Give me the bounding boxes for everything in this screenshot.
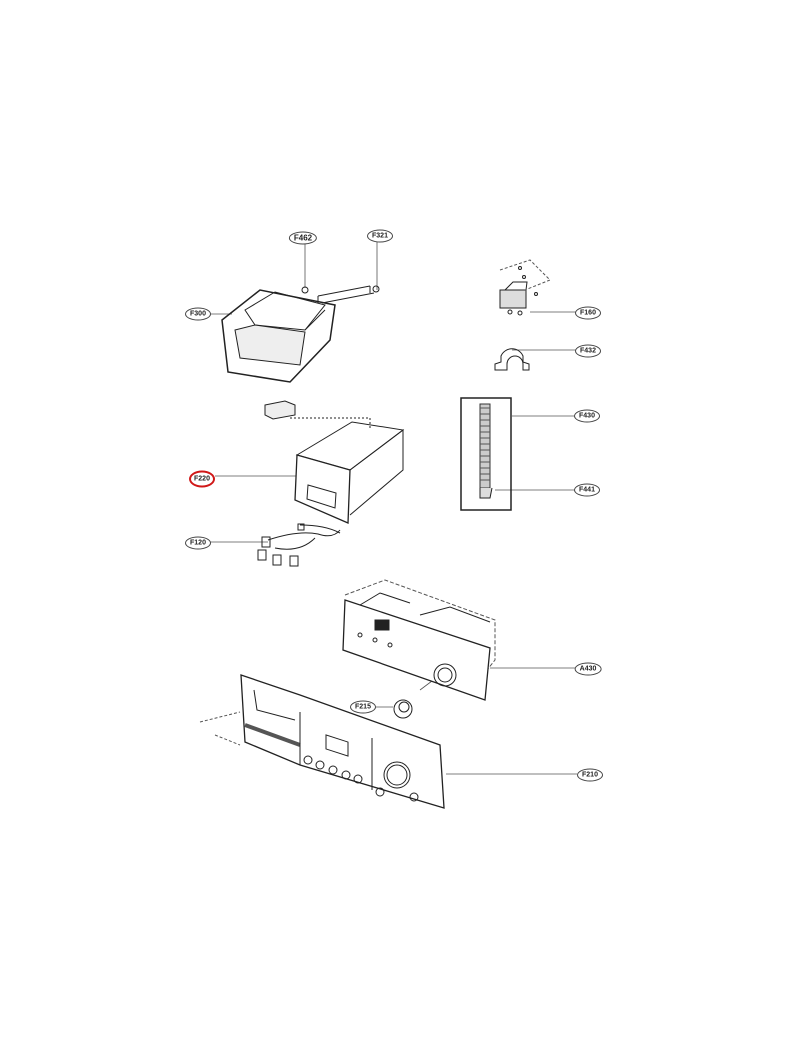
part-label-f160: F160: [575, 306, 601, 320]
hose-part: [460, 397, 512, 511]
dispenser-housing-part: [221, 285, 380, 383]
part-label-f321: F321: [367, 229, 393, 243]
part-label-f430: F430: [574, 409, 600, 423]
hose-clip-part: [494, 348, 530, 371]
part-label-f441: F441: [574, 483, 600, 497]
knob-part: [393, 699, 413, 719]
wire-harness-part: [257, 523, 341, 567]
water-valve-part: [499, 259, 551, 316]
control-panel-part: [199, 674, 445, 809]
part-label-f432: F432: [575, 344, 601, 358]
part-label-f462: F462: [288, 231, 318, 245]
detergent-drawer-part: [264, 400, 405, 524]
part-label-a430: A430: [574, 662, 602, 676]
control-board-part: [342, 579, 496, 701]
part-label-f210: F210: [577, 768, 603, 782]
part-label-f300: F300: [185, 307, 211, 321]
part-label-f215: F215: [350, 700, 376, 714]
part-label-f220-highlighted: F220: [189, 470, 215, 488]
part-label-f120: F120: [185, 536, 211, 550]
